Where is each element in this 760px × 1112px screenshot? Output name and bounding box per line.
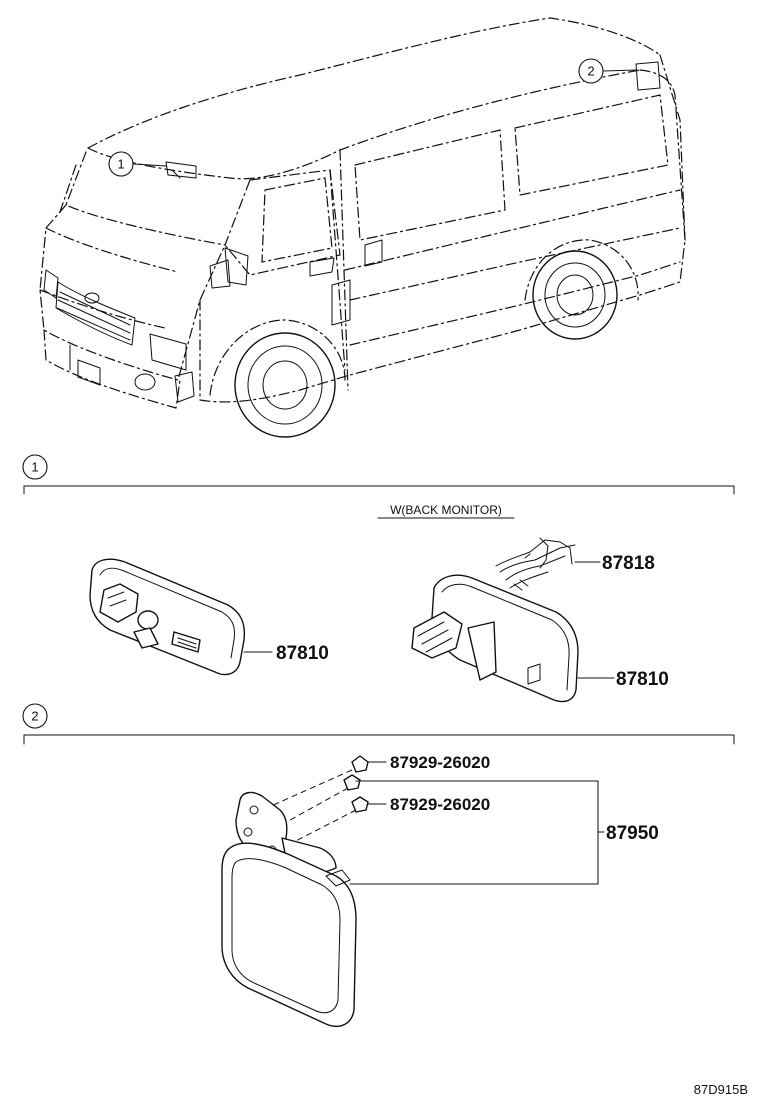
- callout-1-van: 1: [108, 151, 167, 177]
- part-87810-monitor: 87810: [616, 669, 669, 690]
- section-1-header: 1: [22, 454, 735, 495]
- diagram-code: 87D915B: [694, 1082, 748, 1097]
- callout-2-van: 2: [578, 58, 637, 84]
- interior-mirror-back-monitor: [411, 574, 579, 703]
- van-illustration: [39, 17, 686, 438]
- screw-middle: [343, 774, 361, 791]
- part-87929-top: 87929-26020: [390, 753, 490, 772]
- interior-mirror-standard: [89, 558, 246, 676]
- callout-2-text: 2: [587, 64, 594, 79]
- part-87929-bottom: 87929-26020: [390, 795, 490, 814]
- part-87818: 87818: [602, 553, 655, 574]
- outer-mirror: [221, 791, 357, 1028]
- section-2-header: 2: [22, 703, 735, 745]
- callout-1-text: 1: [117, 157, 124, 172]
- mount-leader-1: [261, 769, 353, 811]
- screw-bottom: [351, 796, 387, 813]
- screw-top: [351, 755, 387, 773]
- section-1-index: 1: [31, 460, 38, 475]
- part-87810-std: 87810: [276, 643, 329, 664]
- section-2-index: 2: [31, 709, 38, 724]
- part-87950: 87950: [606, 823, 659, 844]
- back-monitor-note: W(BACK MONITOR): [390, 503, 502, 517]
- wire-harness-87818: [495, 537, 576, 591]
- mount-leader-3: [285, 809, 357, 847]
